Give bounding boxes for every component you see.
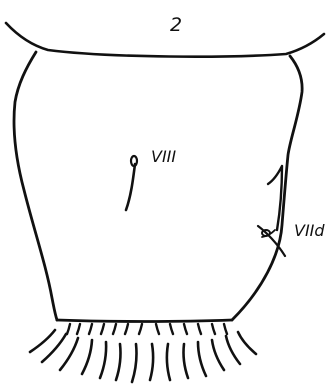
fringe-seta-short [113, 324, 116, 334]
label-viii: VIII [151, 147, 176, 166]
pleurite-edge-line [268, 166, 282, 230]
fringe-seta-short [224, 324, 227, 334]
fringe-seta-short [77, 324, 80, 334]
fringe-seta-short [184, 324, 187, 334]
fringe-seta-long [30, 330, 55, 352]
fringe-seta-short [198, 324, 201, 334]
fringe-seta-short [139, 324, 142, 334]
fringe-seta-long [226, 336, 240, 364]
fringe-seta-short [89, 324, 92, 334]
fringe-seta-long [42, 334, 66, 362]
fringe-seta-long [82, 340, 92, 374]
fringe-seta-short [101, 324, 104, 334]
fringe-seta-long [238, 332, 256, 354]
posterior-setae-fringe [30, 324, 256, 382]
figure-number: 2 [170, 14, 182, 36]
fringe-seta-short [125, 324, 128, 334]
fringe-seta-long [184, 344, 189, 378]
fringe-seta-short [170, 324, 173, 334]
segment-posterior-edge [57, 320, 232, 322]
seta-viii [126, 156, 137, 210]
fringe-seta-long [100, 342, 106, 378]
fringe-seta-long [198, 342, 206, 376]
anterior-border-line [6, 23, 324, 57]
fringe-seta-long [116, 344, 121, 380]
fringe-seta-long [150, 344, 153, 380]
segment-left-outline [14, 52, 57, 320]
fringe-seta-long [212, 340, 224, 370]
fringe-seta-short [67, 324, 70, 334]
fringe-seta-long [132, 344, 137, 382]
fringe-seta-short [156, 324, 159, 334]
segment-right-outline [232, 56, 302, 320]
fringe-seta-long [60, 338, 78, 370]
fringe-seta-long [167, 344, 170, 380]
label-viid: VIId [294, 221, 325, 240]
fringe-seta-short [212, 324, 215, 334]
